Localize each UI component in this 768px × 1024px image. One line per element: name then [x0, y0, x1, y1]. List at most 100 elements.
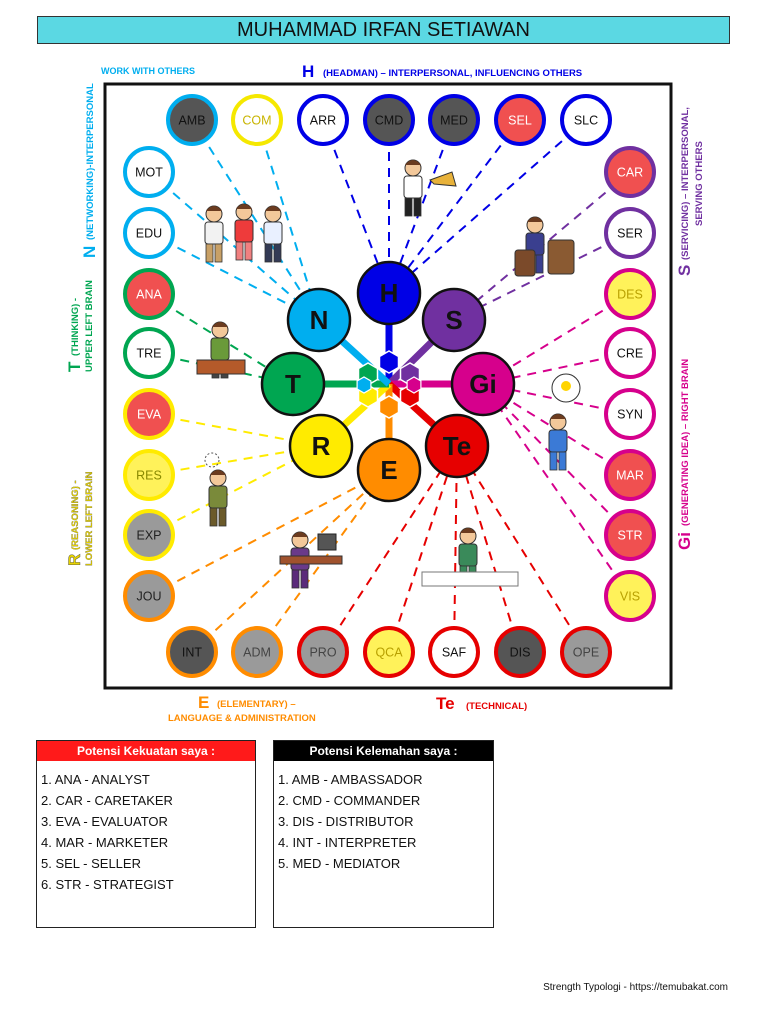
label-work-with-others: WORK WITH OTHERS — [101, 66, 195, 76]
category-e: E — [356, 437, 422, 503]
megaphone-icon — [429, 171, 457, 187]
suitcase-icon — [514, 249, 536, 277]
category-t: T — [260, 351, 326, 417]
role-label-qca: QCA — [375, 646, 403, 660]
connector-line-str — [482, 383, 631, 536]
category-label-h: H — [380, 278, 399, 308]
page-title: MUHAMMAD IRFAN SETIAWAN — [37, 16, 730, 44]
role-jou: JOU — [123, 570, 175, 622]
role-label-str: STR — [618, 529, 643, 543]
strengths-item: 3. EVA - EVALUATOR — [41, 814, 168, 829]
role-circle-cre — [604, 327, 656, 379]
role-circle-res — [123, 449, 175, 501]
role-label-mot: MOT — [135, 166, 163, 180]
role-circle-edu — [123, 207, 175, 259]
role-label-ana: ANA — [136, 288, 162, 302]
connector-line-qca — [388, 445, 458, 653]
role-label-adm: ADM — [243, 646, 271, 660]
role-label-amb: AMB — [178, 114, 205, 128]
weaknesses-item: 1. AMB - AMBASSADOR — [278, 772, 423, 787]
connector-line-com — [256, 119, 320, 321]
detective-person-icon — [208, 469, 228, 527]
role-circle-adm — [231, 626, 283, 678]
desk-icon — [279, 555, 343, 565]
role-label-saf: SAF — [442, 646, 467, 660]
role-label-dis: DIS — [510, 646, 531, 660]
connector-line-exp — [148, 445, 322, 536]
diagram-frame — [103, 82, 673, 690]
category-r: R — [288, 413, 354, 479]
label-t-text2: UPPER LEFT BRAIN — [84, 280, 95, 372]
role-syn: SYN — [604, 388, 656, 440]
connector-line-sel — [388, 119, 521, 294]
strengths-item: 4. MAR - MARKETER — [41, 835, 169, 850]
role-sel: SEL — [494, 94, 546, 146]
category-te: Te — [424, 413, 490, 479]
role-ana: ANA — [123, 268, 175, 320]
role-adm: ADM — [231, 626, 283, 678]
lightbulb-icon — [561, 381, 571, 391]
connector-line-mot — [148, 171, 320, 321]
category-label-e: E — [380, 455, 397, 485]
label-te-letter: Te — [436, 694, 455, 713]
networking-person-3-icon — [263, 205, 283, 263]
connector-line-ser — [453, 232, 631, 321]
suitcase-icon — [547, 239, 575, 275]
role-exp: EXP — [123, 509, 175, 561]
label-s-letter: S — [675, 265, 694, 276]
role-ser: SER — [604, 207, 656, 259]
role-eva: EVA — [123, 388, 175, 440]
strengths-list: 1. ANA - ANALYST 2. CAR - CARETAKER 3. EVA… — [41, 769, 255, 895]
label-te-text: (TECHNICAL) — [466, 701, 527, 712]
role-circle-ope — [560, 626, 612, 678]
role-label-des: DES — [617, 288, 643, 302]
label-n-text: (NETWORKING)-INTERPERSONAL — [85, 83, 96, 240]
role-car: CAR — [604, 146, 656, 198]
category-s: S — [421, 287, 487, 353]
role-circle-car — [604, 146, 656, 198]
headman-person-icon — [403, 159, 423, 217]
role-label-cre: CRE — [617, 347, 643, 361]
label-gi-text: (GENERATING IDEA) – RIGHT BRAIN — [680, 359, 691, 526]
role-label-exp: EXP — [136, 529, 161, 543]
label-r-text2: LOWER LEFT BRAIN — [84, 471, 95, 566]
role-label-slc: SLC — [574, 114, 598, 128]
strengths-item: 2. CAR - CARETAKER — [41, 793, 173, 808]
role-label-vis: VIS — [620, 590, 640, 604]
label-gi-letter: Gi — [675, 532, 694, 550]
connector-line-dis — [456, 445, 521, 653]
role-circle-pro — [297, 626, 349, 678]
hub-hexagon-gi — [406, 376, 422, 394]
hub-hexagon-n — [356, 376, 372, 394]
role-label-sel: SEL — [508, 114, 532, 128]
role-circle-saf — [428, 626, 480, 678]
connector-line-saf — [453, 445, 458, 653]
weaknesses-item: 2. CMD - COMMANDER — [278, 793, 421, 808]
role-circle-dis — [494, 626, 546, 678]
strengths-item: 1. ANA - ANALYST — [41, 772, 150, 787]
role-label-syn: SYN — [617, 408, 643, 422]
role-label-med: MED — [440, 114, 468, 128]
category-circle-r — [288, 413, 354, 479]
role-slc: SLC — [560, 94, 612, 146]
role-saf: SAF — [428, 626, 480, 678]
role-circle-ser — [604, 207, 656, 259]
connector-line-ope — [456, 445, 587, 653]
label-t-text1: (THINKING) - — [70, 298, 81, 356]
networking-person-2-icon — [234, 203, 254, 261]
desk-icon — [196, 359, 246, 375]
role-mot: MOT — [123, 146, 175, 198]
role-res: RES — [123, 449, 175, 501]
category-label-t: T — [285, 369, 301, 399]
role-pro: PRO — [297, 626, 349, 678]
category-label-te: Te — [443, 431, 471, 461]
role-cmd: CMD — [363, 94, 415, 146]
label-e-text2: LANGUAGE & ADMINISTRATION — [168, 713, 316, 724]
category-circle-h — [356, 260, 422, 326]
label-e-text1: (ELEMENTARY) – — [217, 699, 296, 710]
label-r-letter: R — [65, 554, 84, 566]
weaknesses-item: 5. MED - MEDIATOR — [278, 856, 401, 871]
role-circle-exp — [123, 509, 175, 561]
role-circle-mot — [123, 146, 175, 198]
